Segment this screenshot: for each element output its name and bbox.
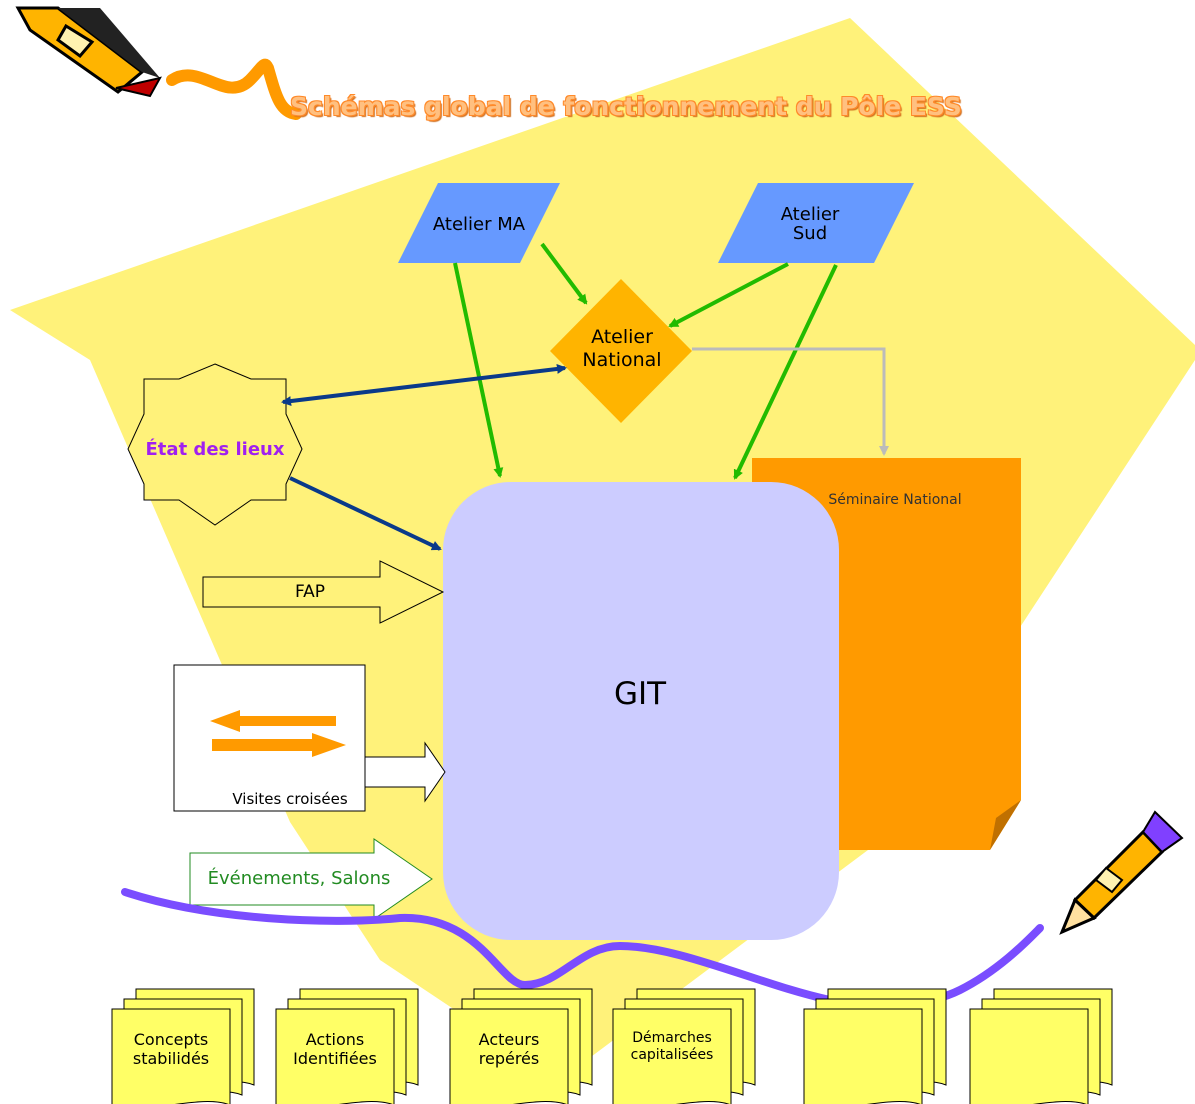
document-stacks <box>111 988 1113 1104</box>
atelier-ma-label: Atelier MA <box>432 214 526 235</box>
git-label: GIT <box>613 676 667 712</box>
output-document-stack <box>275 988 419 1104</box>
output-document-stack <box>111 988 255 1104</box>
visites-croisees-arrow <box>364 741 446 803</box>
seminaire-fold <box>990 800 1021 850</box>
arrow-national-etat <box>281 363 567 407</box>
output-document-label: Acteurs repérés <box>478 1030 540 1069</box>
seminaire-national-label: Séminaire National <box>828 492 962 508</box>
atelier-national-label: Atelier National <box>582 326 662 371</box>
output-document-label: Concepts stabilidés <box>132 1030 210 1069</box>
output-document-stack <box>449 988 593 1104</box>
diagram-title: Schémas global de fonctionnement du Pôle… <box>290 92 962 121</box>
atelier-national-shape <box>550 279 692 423</box>
pencil-icon <box>1059 810 1184 935</box>
evenements-salons-label: Événements, Salons <box>207 868 391 889</box>
arrow-sud-to-national <box>668 262 789 328</box>
fap-arrow <box>202 560 445 624</box>
left-arrow-icon <box>210 710 336 732</box>
arrow-ma-to-national <box>540 242 588 305</box>
output-document-stack <box>612 988 756 1104</box>
output-document-label: Actions Identifiées <box>293 1030 377 1069</box>
output-document-stack <box>969 988 1113 1104</box>
arrow-national-to-seminaire <box>692 347 889 456</box>
output-document-label: Démarches capitalisées <box>630 1030 714 1063</box>
visites-croisees-label: Visites croisées <box>232 790 348 808</box>
atelier-sud-label: Atelier Sud <box>780 204 840 244</box>
atelier-ma-shape <box>398 183 560 263</box>
pencil-icon <box>15 6 302 120</box>
arrow-sud-to-git <box>733 264 838 480</box>
purple-line <box>121 888 1044 1010</box>
fap-label: FAP <box>294 582 326 602</box>
etat-des-lieux-label: État des lieux <box>145 439 285 460</box>
atelier-sud-shape <box>718 183 914 263</box>
output-document-stack <box>803 988 947 1104</box>
git-shape <box>443 482 839 940</box>
visites-croisees-box <box>173 664 366 812</box>
right-arrow-icon <box>212 733 346 757</box>
arrow-etat-to-git <box>289 476 442 551</box>
evenements-salons-arrow <box>189 838 433 920</box>
